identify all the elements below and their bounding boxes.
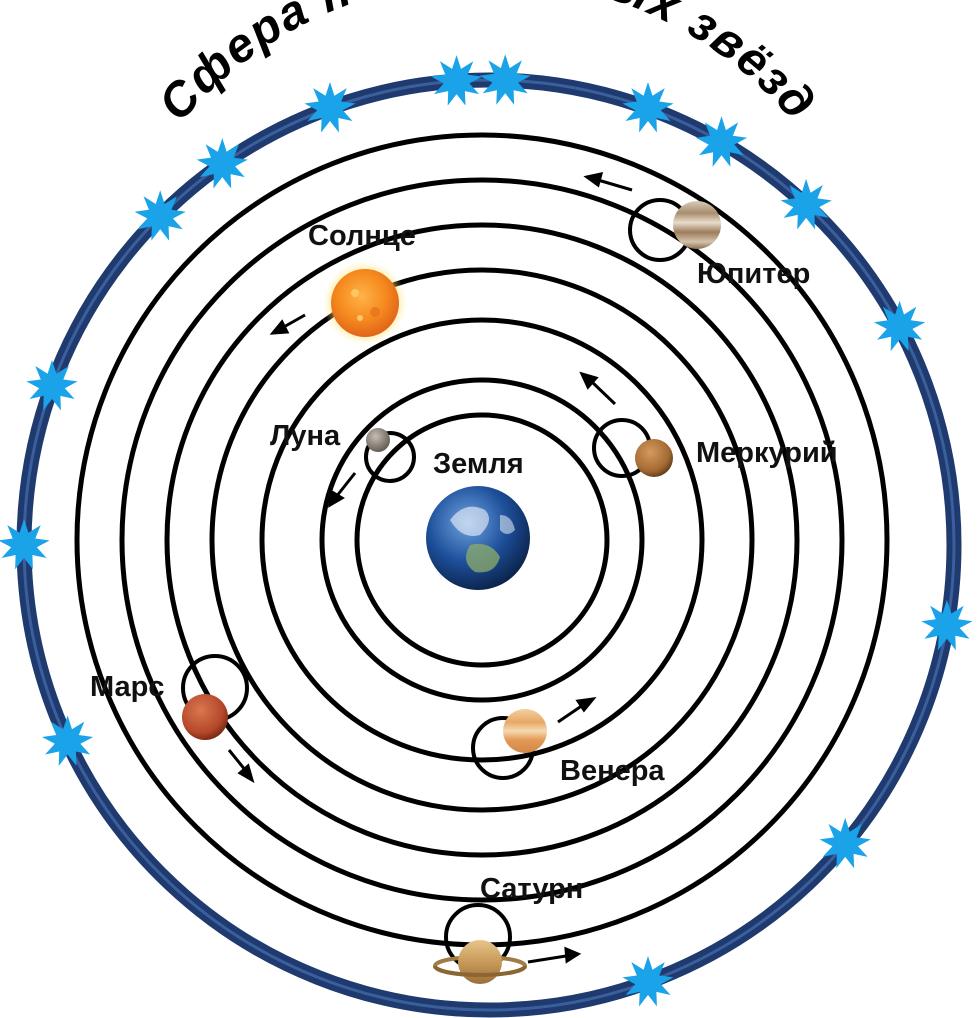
mars-label: Марс — [90, 671, 164, 703]
venus-label: Венера — [560, 755, 665, 787]
star-icon — [431, 55, 483, 106]
saturn — [433, 903, 527, 984]
star-icon — [26, 360, 78, 411]
stars-group — [0, 54, 973, 1007]
orbit-jupiter — [119, 177, 845, 903]
star-icon — [479, 54, 531, 105]
star-icon — [304, 82, 356, 133]
star-icon — [819, 817, 871, 869]
moon-epicycle-circle-icon — [364, 431, 416, 483]
mercury — [592, 418, 673, 478]
jupiter-direction-arrow-icon — [583, 172, 633, 192]
orbit-mars — [164, 222, 800, 858]
sun-label: Солнце — [308, 220, 416, 252]
sun — [323, 261, 407, 345]
orbit-mercury — [319, 377, 645, 703]
star-icon — [874, 300, 926, 352]
star-icon — [921, 599, 973, 651]
star-icon — [134, 190, 186, 241]
mercury-label: Меркурий — [696, 437, 838, 469]
earth — [426, 486, 530, 590]
orbit-venus — [259, 317, 705, 763]
saturn-label: Сатурн — [480, 873, 583, 905]
star-icon — [622, 82, 674, 133]
star-icon — [196, 138, 248, 189]
orbit-sun — [209, 267, 755, 813]
star-icon — [0, 519, 50, 570]
mars — [181, 654, 249, 740]
star-icon — [695, 116, 748, 167]
moon-direction-arrow-icon — [328, 472, 357, 508]
orbit-moon — [354, 412, 610, 668]
jupiter — [628, 198, 721, 262]
venus-direction-arrow-icon — [557, 697, 597, 724]
mercury-direction-arrow-icon — [579, 371, 617, 406]
mars-direction-arrow-icon — [227, 749, 255, 784]
venus — [471, 709, 547, 780]
jupiter-label: Юпитер — [697, 258, 810, 290]
moon-label: Луна — [270, 420, 341, 452]
moon — [364, 428, 416, 483]
star-icon — [622, 956, 674, 1007]
sun-direction-arrow-icon — [269, 313, 306, 335]
star-icon — [780, 178, 832, 230]
star-icon — [42, 715, 94, 766]
saturn-direction-arrow-icon — [527, 946, 582, 964]
diagram-title: Сфера неподвижных звёзд — [149, 0, 827, 131]
earth-label: Земля — [433, 448, 524, 480]
